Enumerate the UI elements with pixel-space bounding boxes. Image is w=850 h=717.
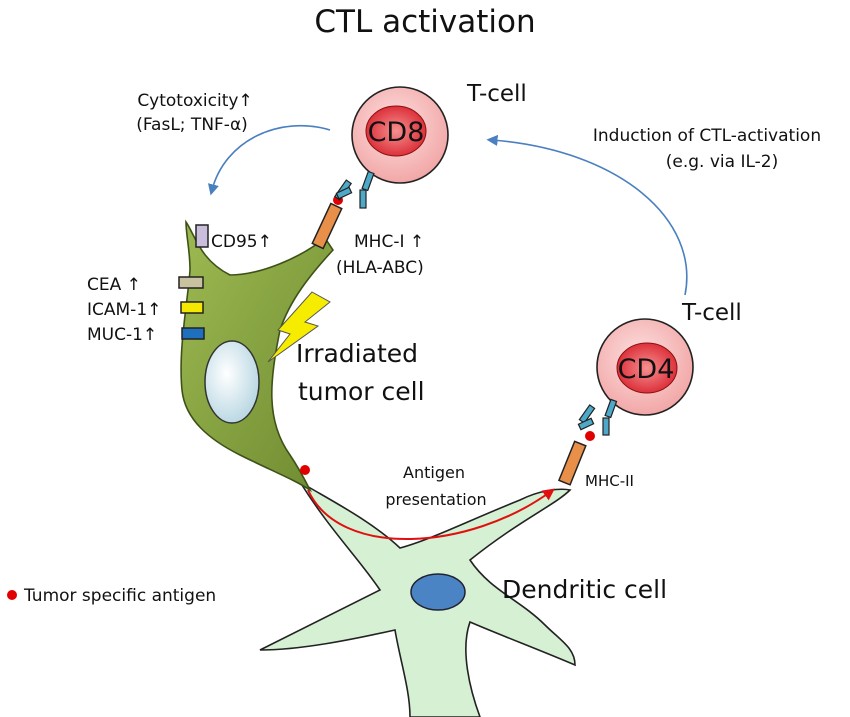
cd4-tcell-label: T-cell xyxy=(681,300,742,326)
radiation-lightning-icon xyxy=(267,291,331,363)
tcr-receptor-icon xyxy=(333,170,375,209)
irradiated-tumor-cell xyxy=(178,195,343,493)
dendritic-nucleus xyxy=(410,573,466,611)
antigen-dot xyxy=(300,465,310,475)
cytotoxicity-arrow xyxy=(207,125,331,196)
induction-label: Induction of CTL-activation xyxy=(593,126,821,146)
icam1-marker xyxy=(180,301,204,314)
antigen-dot xyxy=(585,431,595,441)
cea-marker xyxy=(178,276,204,289)
legend-label: Tumor specific antigen xyxy=(23,586,216,606)
cd8-label: CD8 xyxy=(368,117,425,148)
antigen-presentation-label: Antigen xyxy=(403,463,465,482)
induction-example: (e.g. via IL-2) xyxy=(666,152,778,172)
cd95-label: CD95↑ xyxy=(211,232,272,252)
icam1-label: ICAM-1↑ xyxy=(87,300,161,320)
antigen-presentation-arrow xyxy=(307,488,555,540)
tumor-cell-label-line1: Irradiated xyxy=(296,339,418,368)
mhc2-label: MHC-II xyxy=(585,472,634,490)
mhc1-molecule xyxy=(311,202,343,250)
antigen-presentation-label-line2: presentation xyxy=(385,490,486,509)
dendritic-cell xyxy=(259,481,576,717)
hla-abc-label: (HLA-ABC) xyxy=(336,258,424,278)
tcr-receptor-icon xyxy=(577,398,618,436)
induction-arrow xyxy=(486,134,688,296)
cd4-t-cell: CD4 xyxy=(557,318,694,486)
tumor-nucleus xyxy=(204,340,260,424)
cd95-receptor xyxy=(195,224,209,248)
cd8-tcell-label: T-cell xyxy=(466,81,527,107)
cd4-label: CD4 xyxy=(618,354,675,385)
dendritic-cell-label: Dendritic cell xyxy=(502,575,667,604)
legend: Tumor specific antigen xyxy=(7,586,216,606)
cea-label: CEA ↑ xyxy=(87,275,141,295)
muc1-marker xyxy=(181,327,205,340)
muc1-label: MUC-1↑ xyxy=(87,325,157,345)
mhc1-label: MHC-I ↑ xyxy=(354,232,424,252)
legend-antigen-dot xyxy=(7,590,17,600)
diagram-title: CTL activation xyxy=(314,4,535,40)
cytotoxicity-label: Cytotoxicity↑ xyxy=(137,91,252,111)
cd8-t-cell: CD8 xyxy=(333,86,449,209)
mhc2-molecule xyxy=(557,440,587,486)
tumor-cell-label-line2: tumor cell xyxy=(298,377,425,406)
cytotoxicity-mediators: (FasL; TNF-α) xyxy=(136,115,248,135)
